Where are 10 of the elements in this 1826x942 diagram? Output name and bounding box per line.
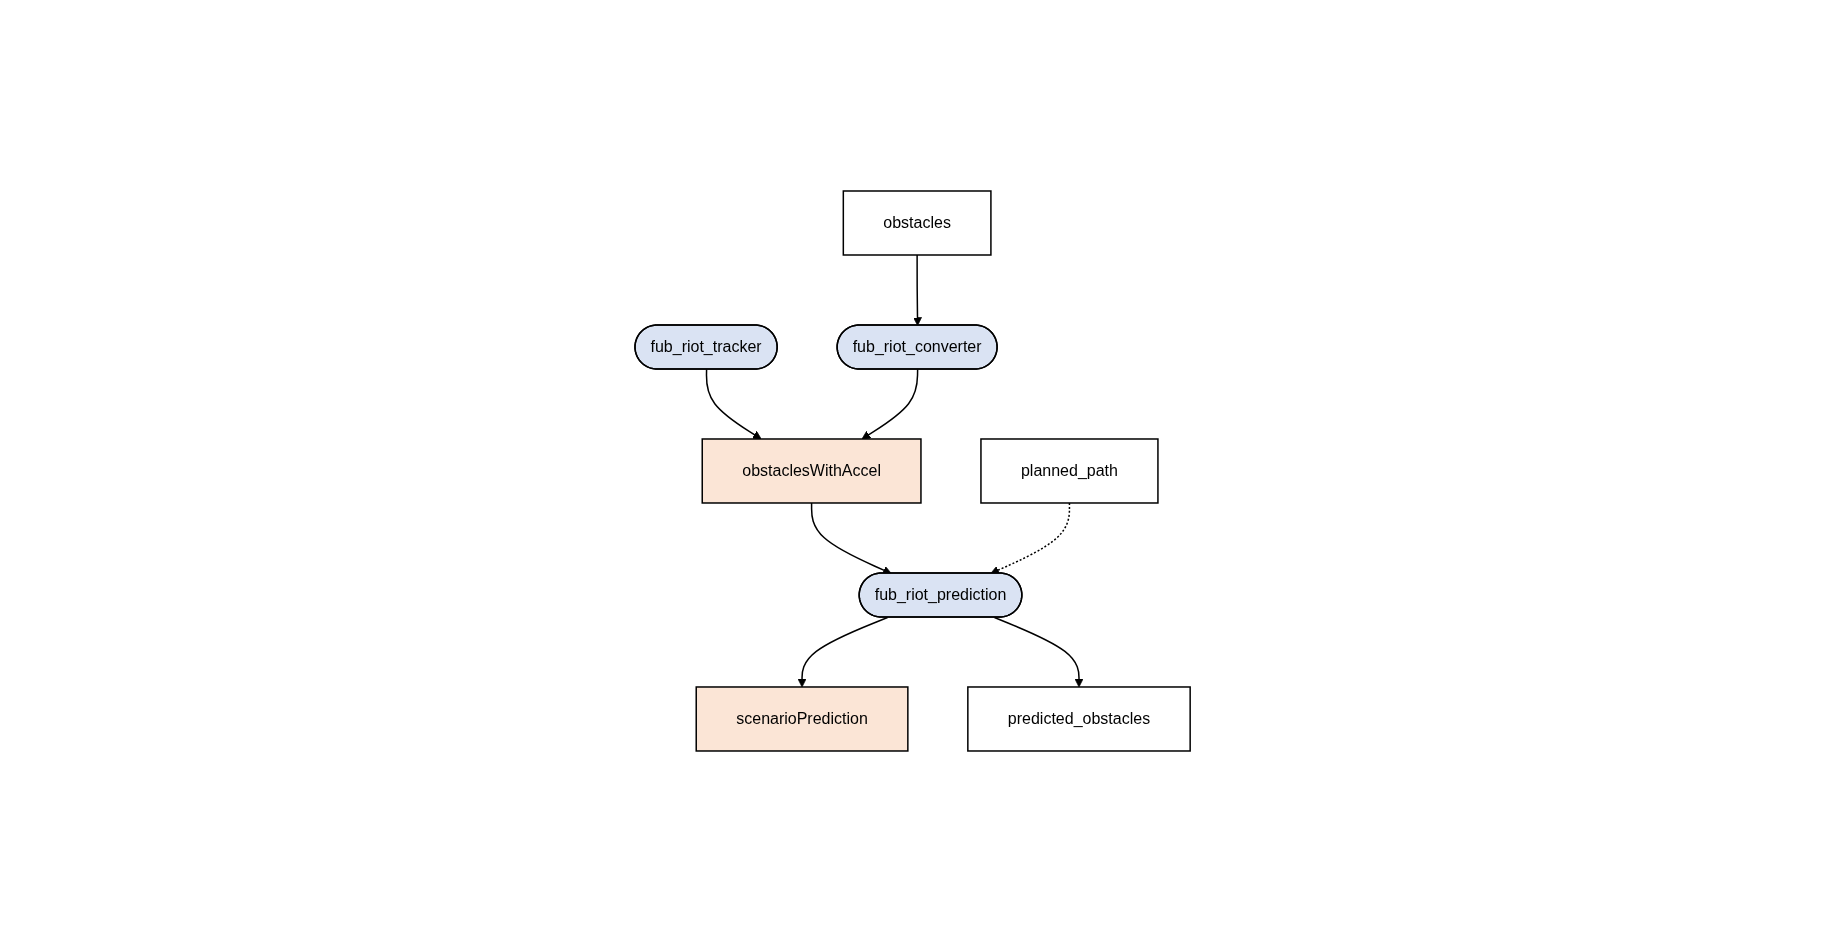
- arrow: [994, 616, 1084, 688]
- arrow: [798, 616, 889, 688]
- arrow: [862, 368, 919, 440]
- node-box: scenarioPrediction: [695, 686, 909, 752]
- node-box: obstacles: [843, 190, 993, 256]
- node-box: planned_path: [980, 438, 1160, 504]
- node-box: predicted_obstacles: [967, 686, 1192, 752]
- arrow: [706, 368, 762, 440]
- arrow: [913, 254, 923, 326]
- node-box: obstaclesWithAccel: [701, 438, 923, 504]
